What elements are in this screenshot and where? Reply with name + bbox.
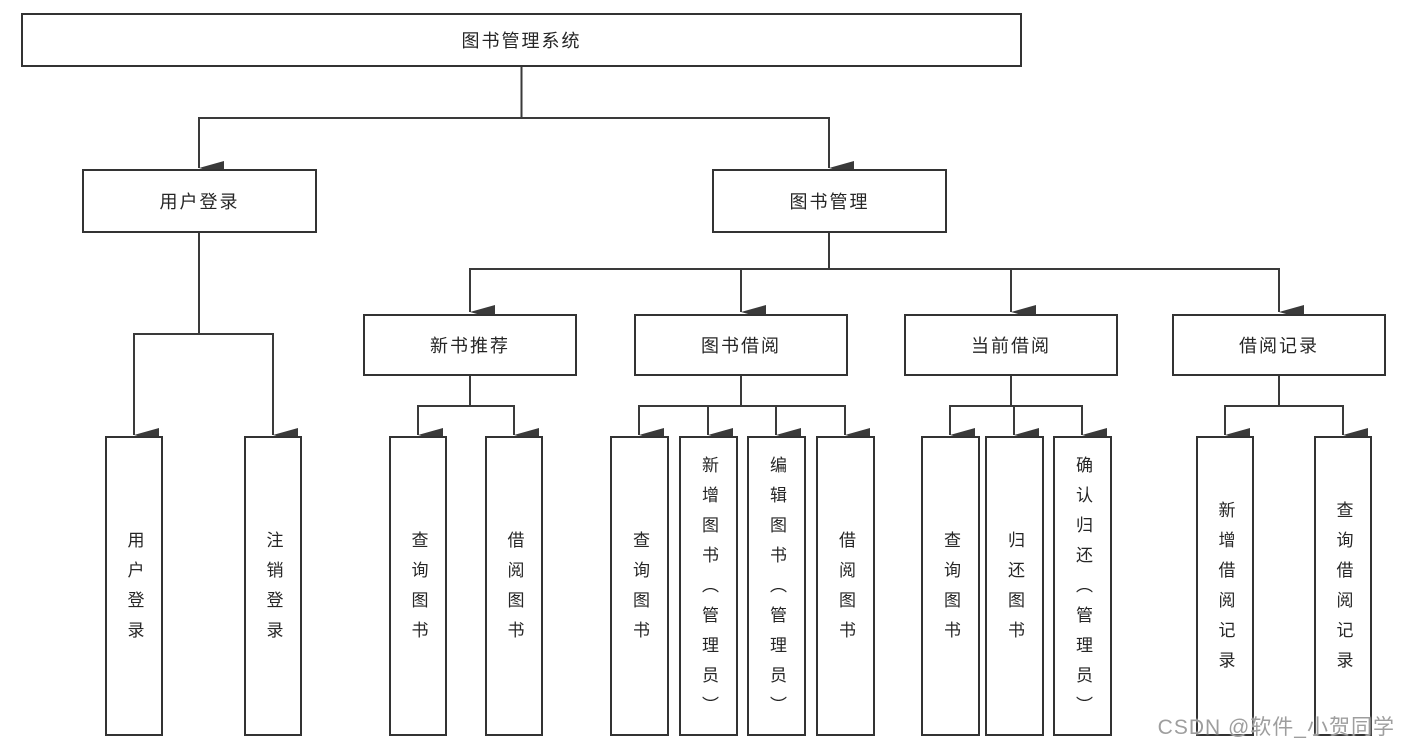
- node-book-borrow: 图书借阅: [634, 314, 848, 376]
- leaf-query-books-borrow: 查询图书: [610, 436, 669, 736]
- leaf-query-books-current: 查询图书: [921, 436, 980, 736]
- leaf-logout: 注销登录: [244, 436, 302, 736]
- leaf-return-book: 归还图书: [985, 436, 1044, 736]
- leaf-add-book-admin: 新增图书（管理员）: [679, 436, 738, 736]
- node-book-management: 图书管理: [712, 169, 947, 233]
- node-current-borrow: 当前借阅: [904, 314, 1118, 376]
- node-root: 图书管理系统: [21, 13, 1022, 67]
- watermark: CSDN @软件_小贺同学: [1157, 716, 1395, 739]
- node-borrow-records: 借阅记录: [1172, 314, 1386, 376]
- leaf-add-borrow-record: 新增借阅记录: [1196, 436, 1254, 736]
- leaf-user-login: 用户登录: [105, 436, 163, 736]
- node-new-book-recommend: 新书推荐: [363, 314, 577, 376]
- leaf-borrow-books-borrow: 借阅图书: [816, 436, 875, 736]
- leaf-query-borrow-record: 查询借阅记录: [1314, 436, 1372, 736]
- leaf-edit-book-admin: 编辑图书（管理员）: [747, 436, 806, 736]
- leaf-confirm-return-admin: 确认归还（管理员）: [1053, 436, 1112, 736]
- leaf-query-books-recommend: 查询图书: [389, 436, 447, 736]
- leaf-borrow-books-recommend: 借阅图书: [485, 436, 543, 736]
- node-user-login: 用户登录: [82, 169, 317, 233]
